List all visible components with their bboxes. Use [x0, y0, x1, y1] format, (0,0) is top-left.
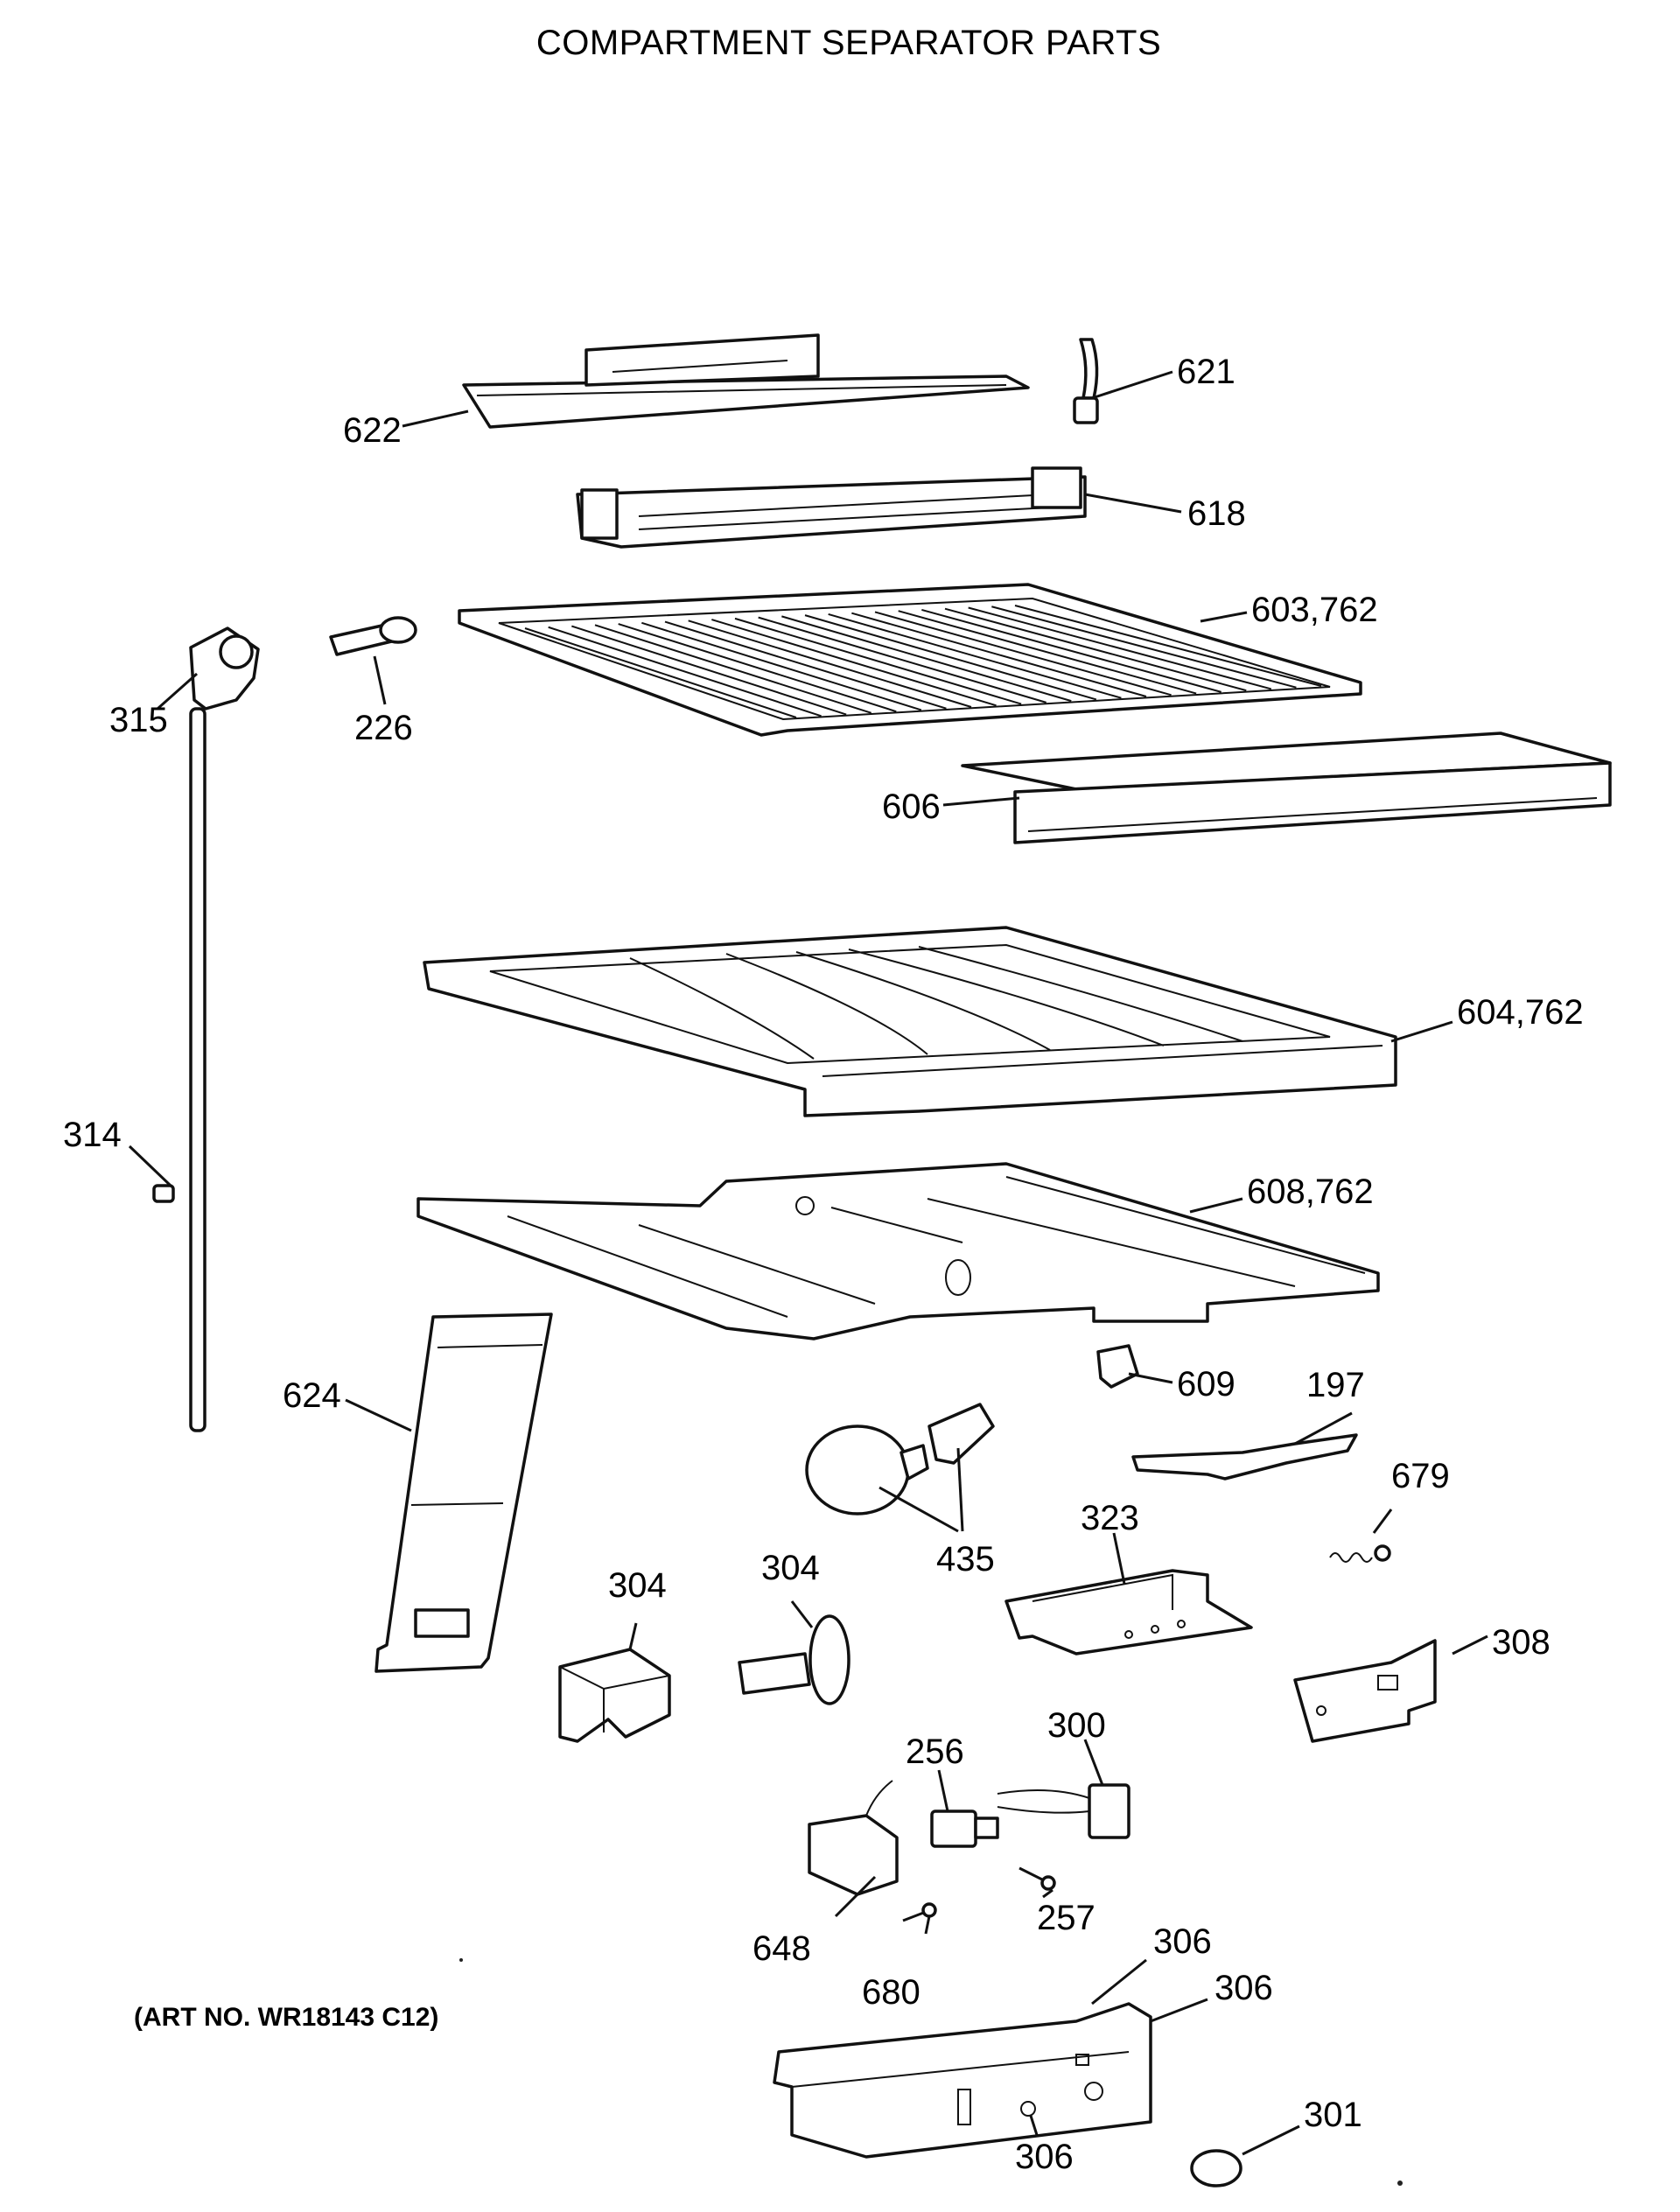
shelf-rib [524, 627, 797, 718]
callout-679: 679 [1391, 1457, 1450, 1495]
callout-680: 680 [862, 1973, 920, 2012]
callout-314: 314 [63, 1116, 122, 1154]
callout-306-mid: 306 [1214, 1969, 1273, 2007]
callout-300: 300 [1047, 1706, 1106, 1745]
callout-603-762: 603,762 [1251, 591, 1378, 629]
part-304-left-drawing [558, 1648, 671, 1743]
shelf-rib [804, 614, 1097, 701]
part-323-drawing [1004, 1569, 1253, 1656]
shelf-rib [688, 620, 972, 708]
shelf-rib [594, 624, 872, 714]
callout-435: 435 [936, 1540, 995, 1578]
print-speck [459, 1958, 463, 1962]
part-306-drawing [773, 2002, 1152, 2159]
part-197-drawing [1131, 1433, 1358, 1480]
shelf-rib [828, 612, 1122, 699]
callout-308: 308 [1492, 1623, 1550, 1662]
part-648-drawing [808, 1780, 899, 1896]
shelf-rib [944, 607, 1247, 692]
callout-323: 323 [1081, 1499, 1139, 1537]
part-604-drawing [423, 926, 1397, 1117]
shelf-rib [874, 611, 1172, 696]
shelf-rib [618, 623, 897, 713]
shelf-rib [781, 615, 1072, 703]
shelf-rib [1014, 605, 1322, 687]
callout-256: 256 [906, 1732, 964, 1771]
part-621-drawing [1073, 338, 1099, 424]
callout-labels: 621 622 618 603,762 315 226 606 604,762 … [63, 353, 1584, 2176]
part-301-drawing [1190, 2149, 1242, 2188]
part-622-drawing [462, 333, 1030, 429]
part-609-drawing [1096, 1344, 1139, 1389]
callout-608-762: 608,762 [1247, 1172, 1374, 1211]
part-603-drawing [458, 583, 1362, 737]
leader-lines [128, 370, 1488, 2156]
part-256-drawing [930, 1810, 999, 1848]
callout-609: 609 [1177, 1365, 1236, 1404]
shelf-rib [921, 608, 1222, 693]
part-304-center-drawing [738, 1614, 850, 1705]
callout-257: 257 [1037, 1899, 1096, 1937]
part-315-314-drawing [152, 626, 260, 1432]
part-679-drawing [1329, 1544, 1391, 1563]
shelf-rib [711, 619, 997, 707]
part-618-drawing [576, 466, 1087, 549]
page-title: COMPARTMENT SEPARATOR PARTS [536, 24, 1161, 62]
callout-618: 618 [1187, 494, 1246, 533]
callout-226: 226 [354, 709, 413, 747]
part-226-drawing [329, 616, 417, 656]
shelf-rib [571, 625, 847, 716]
callout-622: 622 [343, 411, 402, 450]
shelf-rib [664, 620, 947, 710]
part-680-drawing [902, 1902, 937, 1922]
shelf-rib [991, 606, 1297, 689]
shelf-rib [968, 606, 1272, 690]
callout-304-center: 304 [761, 1549, 820, 1587]
part-257-drawing [1018, 1866, 1056, 1891]
art-number: (ART NO. WR18143 C12) [134, 2003, 438, 2032]
callout-624: 624 [283, 1376, 341, 1415]
part-300-drawing [997, 1783, 1130, 1839]
shelf-rib [898, 610, 1197, 695]
part-606-drawing [961, 732, 1612, 844]
shelf-rib [758, 616, 1046, 704]
callout-606: 606 [882, 788, 941, 826]
shelf-rib [734, 617, 1022, 705]
callout-648: 648 [752, 1929, 811, 1968]
part-435-drawing [805, 1403, 995, 1516]
callout-301: 301 [1304, 2096, 1362, 2134]
part-308-drawing [1293, 1639, 1437, 1743]
callout-306-top: 306 [1153, 1922, 1212, 1961]
part-608-drawing [416, 1162, 1380, 1340]
print-speck [1397, 2180, 1403, 2186]
callout-315: 315 [109, 701, 168, 739]
callout-604-762: 604,762 [1457, 993, 1584, 1032]
callout-621: 621 [1177, 353, 1236, 391]
shelf-rib [548, 626, 822, 718]
callout-304-left: 304 [608, 1566, 667, 1605]
shelf-rib [851, 612, 1147, 697]
part-624-drawing [374, 1312, 553, 1673]
callout-306-bottom: 306 [1015, 2138, 1074, 2176]
shelf-rib [641, 621, 922, 711]
callout-197: 197 [1306, 1366, 1365, 1404]
